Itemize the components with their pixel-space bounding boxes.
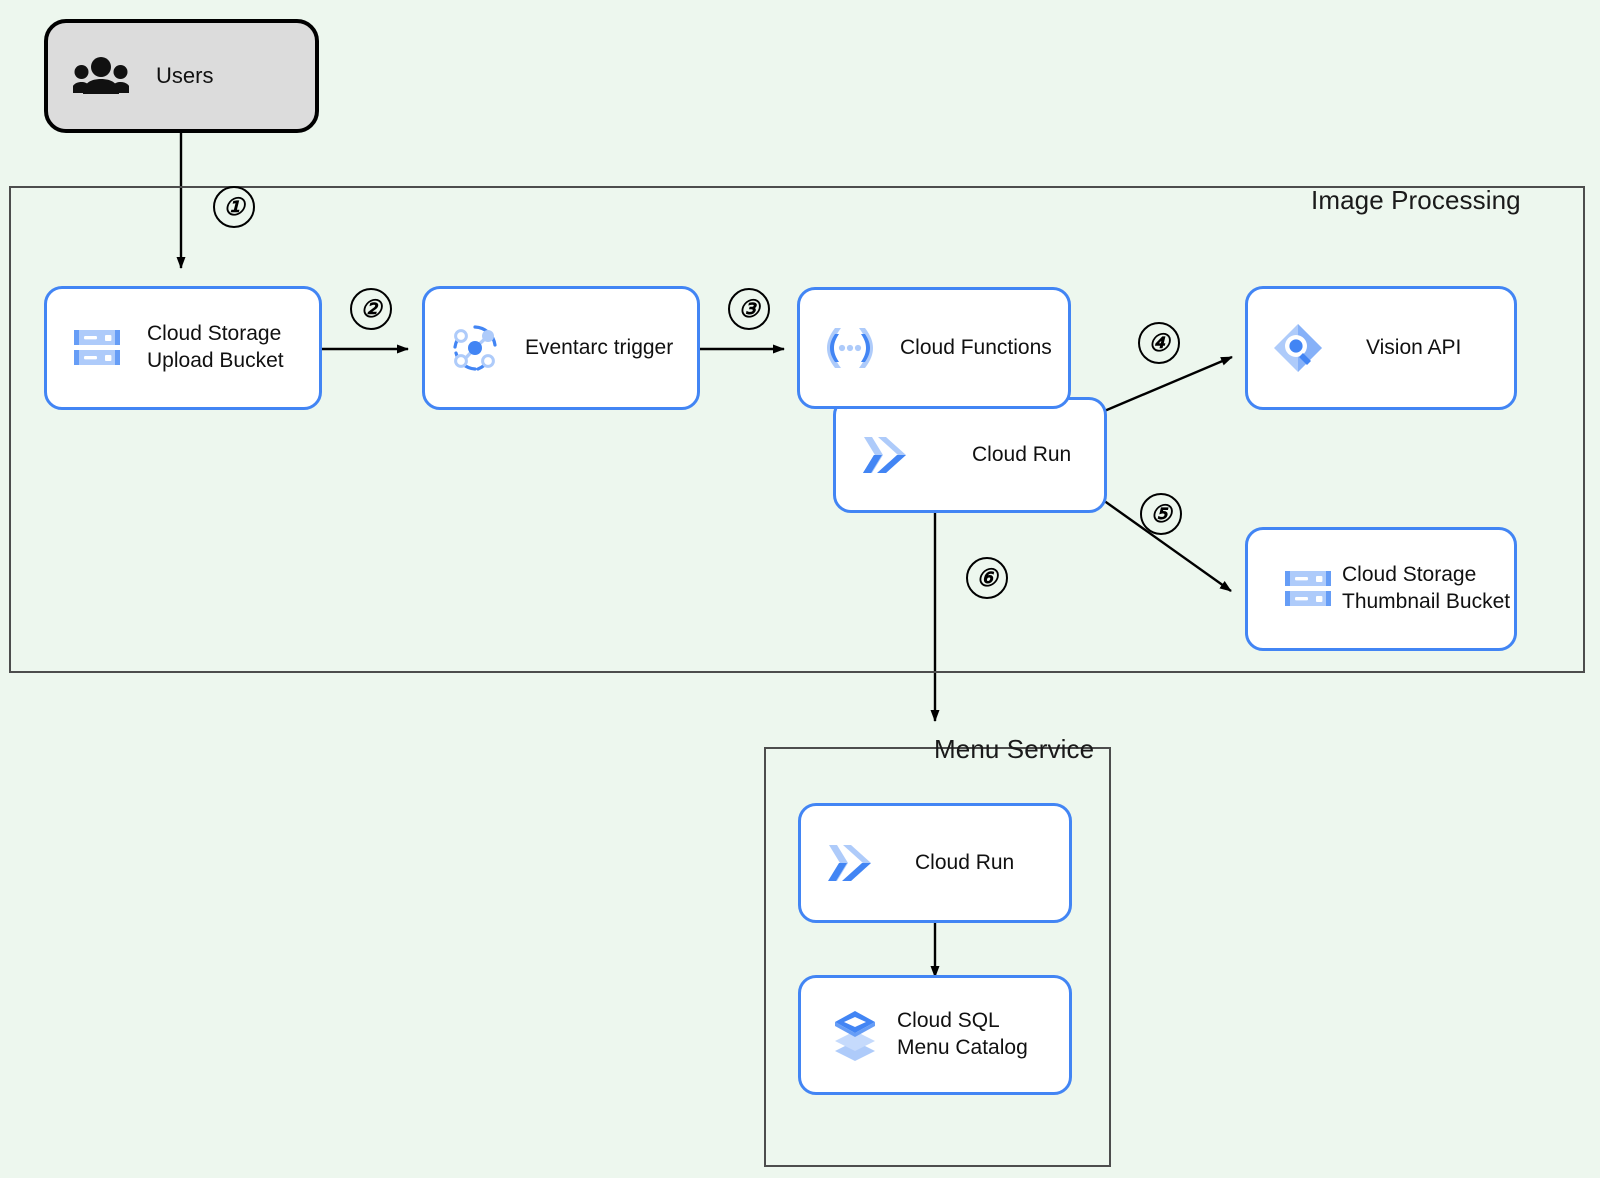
container-image-processing [9,186,1585,673]
node-thumbnail-bucket[interactable]: Cloud Storage Thumbnail Bucket [1245,527,1517,651]
cloud-storage-icon [69,325,125,371]
cloud-functions-icon [822,324,878,372]
node-cloud-sql[interactable]: Cloud SQL Menu Catalog [798,975,1072,1095]
vision-api-icon [1270,320,1326,376]
node-upload-bucket-label: Cloud Storage Upload Bucket [147,322,284,372]
node-cloud-run-image-processing-label: Cloud Run [972,442,1072,466]
container-menu-service-title: Menu Service [934,734,1095,764]
cloud-run-icon [823,840,879,886]
cloud-storage-icon [1280,566,1336,612]
step-badge-1: ① [213,186,255,228]
step-badge-5: ⑤ [1140,493,1182,535]
node-cloud-functions-label: Cloud Functions [900,335,1052,359]
node-cloud-run-menu-service[interactable]: Cloud Run [798,803,1072,923]
cloud-sql-icon [827,1007,883,1063]
container-image-processing-title: Image Processing [1311,185,1521,215]
node-cloud-functions[interactable]: Cloud Functions [797,287,1071,409]
step-badge-6: ⑥ [966,557,1008,599]
node-eventarc-trigger-label: Eventarc trigger [525,335,674,359]
node-users[interactable]: Users [44,19,319,133]
node-cloud-sql-label: Cloud SQL Menu Catalog [897,1009,1028,1059]
step-badge-4: ④ [1138,322,1180,364]
cloud-run-icon [858,432,914,478]
node-users-label: Users [156,62,214,88]
node-cloud-run-image-processing[interactable]: Cloud Run [833,397,1107,513]
node-thumbnail-bucket-label: Cloud Storage Thumbnail Bucket [1342,563,1511,613]
step-badge-3: ③ [728,288,770,330]
users-icon [72,56,130,96]
step-badge-2: ② [350,288,392,330]
node-upload-bucket[interactable]: Cloud Storage Upload Bucket [44,286,322,410]
container-menu-service [764,747,1111,1167]
node-cloud-run-menu-service-label: Cloud Run [915,850,1015,874]
node-vision-api-label: Vision API [1366,335,1462,359]
node-eventarc-trigger[interactable]: Eventarc trigger [422,286,700,410]
eventarc-icon [447,321,503,375]
node-vision-api[interactable]: Vision API [1245,286,1517,410]
